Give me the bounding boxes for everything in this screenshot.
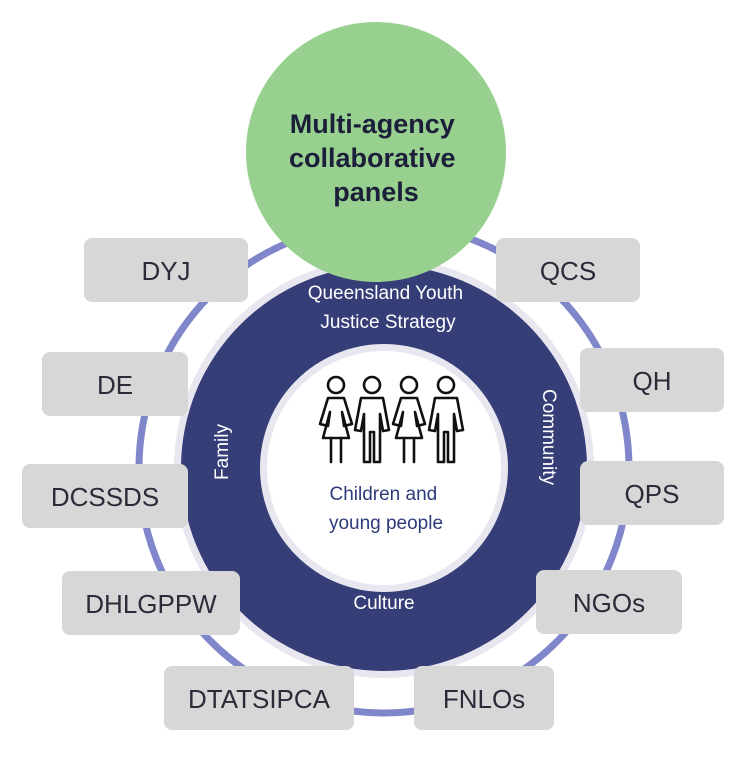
agency-box-dhlgppw: DHLGPPW (62, 571, 240, 635)
agency-label-qcs: QCS (540, 256, 596, 286)
agency-label-dyj: DYJ (141, 256, 190, 286)
agency-label-qh: QH (633, 366, 672, 396)
panel-circle (246, 22, 506, 282)
agency-box-qps: QPS (580, 461, 724, 525)
agency-box-ngos: NGOs (536, 570, 682, 634)
ring-label-strategy: Queensland Youth Justice Strategy (308, 283, 469, 333)
agency-box-qh: QH (580, 348, 724, 412)
agency-label-fnlos: FNLOs (443, 684, 525, 714)
inner-circle (267, 351, 501, 585)
people-group-icon (318, 375, 465, 464)
agency-box-dcssds: DCSSDS (22, 464, 188, 528)
ring-label-community: Community (538, 389, 559, 486)
ring-label-family: Family (212, 424, 233, 480)
center-label: Children and young people (329, 484, 443, 534)
ring-label-culture: Culture (353, 593, 414, 614)
agency-box-qcs: QCS (496, 238, 640, 302)
panel-label: Multi-agency collaborative panels (289, 109, 463, 207)
agency-label-dcssds: DCSSDS (51, 482, 159, 512)
agency-label-de: DE (97, 370, 133, 400)
agency-box-de: DE (42, 352, 188, 416)
agency-box-fnlos: FNLOs (414, 666, 554, 730)
agency-label-ngos: NGOs (573, 588, 645, 618)
agency-box-dyj: DYJ (84, 238, 248, 302)
agency-label-dhlgppw: DHLGPPW (85, 589, 217, 619)
agency-label-qps: QPS (625, 479, 680, 509)
agency-box-dtatsipca: DTATSIPCA (164, 666, 354, 730)
agency-label-dtatsipca: DTATSIPCA (188, 684, 331, 714)
